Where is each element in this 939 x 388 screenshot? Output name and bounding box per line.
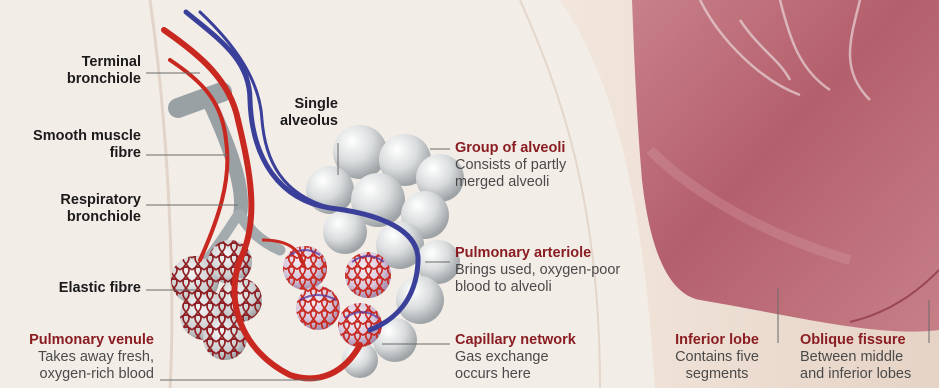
inferior-lobe-desc-1: Contains five <box>662 349 772 366</box>
capillary-network-title: Capillary network <box>455 332 576 349</box>
respiratory-bronchiole-title-1: Respiratory <box>60 192 141 209</box>
oblique-fissure-desc-2: and inferior lobes <box>800 366 911 383</box>
pulmonary-arteriole-title: Pulmonary arteriole <box>455 245 620 262</box>
label-inferior-lobe: Inferior lobe Contains five segments <box>662 332 772 383</box>
oblique-fissure-desc-1: Between middle <box>800 349 911 366</box>
capillary-network-desc-1: Gas exchange <box>455 349 576 366</box>
terminal-bronchiole-title-1: Terminal <box>67 54 141 71</box>
inferior-lobe-desc-2: segments <box>662 366 772 383</box>
pulmonary-arteriole-desc-2: blood to alveoli <box>455 279 620 296</box>
group-of-alveoli-desc-1: Consists of partly <box>455 157 566 174</box>
label-group-of-alveoli: Group of alveoli Consists of partly merg… <box>455 140 566 191</box>
smooth-muscle-title-2: fibre <box>33 145 141 162</box>
elastic-fibre-title: Elastic fibre <box>59 280 141 297</box>
terminal-bronchiole-title-2: bronchiole <box>67 71 141 88</box>
capillary-network-desc-2: occurs here <box>455 366 576 383</box>
respiratory-bronchiole-title-2: bronchiole <box>60 209 141 226</box>
pulmonary-venule-desc-2: oxygen-rich blood <box>29 366 154 383</box>
single-alveolus-title-1: Single <box>280 96 338 113</box>
pulmonary-arteriole-desc-1: Brings used, oxygen-poor <box>455 262 620 279</box>
label-single-alveolus: Single alveolus <box>280 96 338 130</box>
smooth-muscle-title-1: Smooth muscle <box>33 128 141 145</box>
label-pulmonary-venule: Pulmonary venule Takes away fresh, oxyge… <box>29 332 154 383</box>
label-elastic-fibre: Elastic fibre <box>59 280 141 297</box>
group-of-alveoli-title: Group of alveoli <box>455 140 566 157</box>
inferior-lobe-title: Inferior lobe <box>662 332 772 349</box>
group-of-alveoli-desc-2: merged alveoli <box>455 174 566 191</box>
label-respiratory-bronchiole: Respiratory bronchiole <box>60 192 141 226</box>
pulmonary-venule-title: Pulmonary venule <box>29 332 154 349</box>
pulmonary-venule-desc-1: Takes away fresh, <box>29 349 154 366</box>
label-oblique-fissure: Oblique fissure Between middle and infer… <box>800 332 911 383</box>
single-alveolus-title-2: alveolus <box>280 113 338 130</box>
lung-inferior-lobe <box>632 0 939 332</box>
label-pulmonary-arteriole: Pulmonary arteriole Brings used, oxygen-… <box>455 245 620 296</box>
label-smooth-muscle-fibre: Smooth muscle fibre <box>33 128 141 162</box>
label-capillary-network: Capillary network Gas exchange occurs he… <box>455 332 576 383</box>
label-terminal-bronchiole: Terminal bronchiole <box>67 54 141 88</box>
oblique-fissure-title: Oblique fissure <box>800 332 911 349</box>
